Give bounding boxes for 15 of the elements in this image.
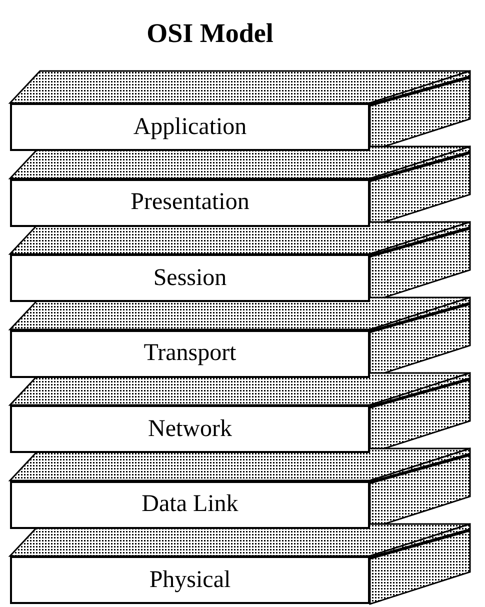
layer-box: [10, 556, 370, 604]
layer-label: Transport: [144, 340, 236, 367]
layer-box: [10, 103, 370, 151]
layer-label: Data Link: [142, 491, 238, 518]
layer-label: Physical: [149, 566, 231, 594]
layer-box: [10, 480, 370, 528]
layer-box: [10, 405, 370, 453]
layer-label: Presentation: [130, 189, 250, 216]
layer-box: [10, 254, 370, 302]
title: OSI Model: [146, 18, 274, 49]
layer-label: Application: [133, 114, 247, 140]
layer-label: Session: [153, 264, 227, 292]
layer-label: Network: [148, 416, 232, 442]
layer-box: [10, 330, 370, 378]
layer-box: [10, 178, 370, 226]
